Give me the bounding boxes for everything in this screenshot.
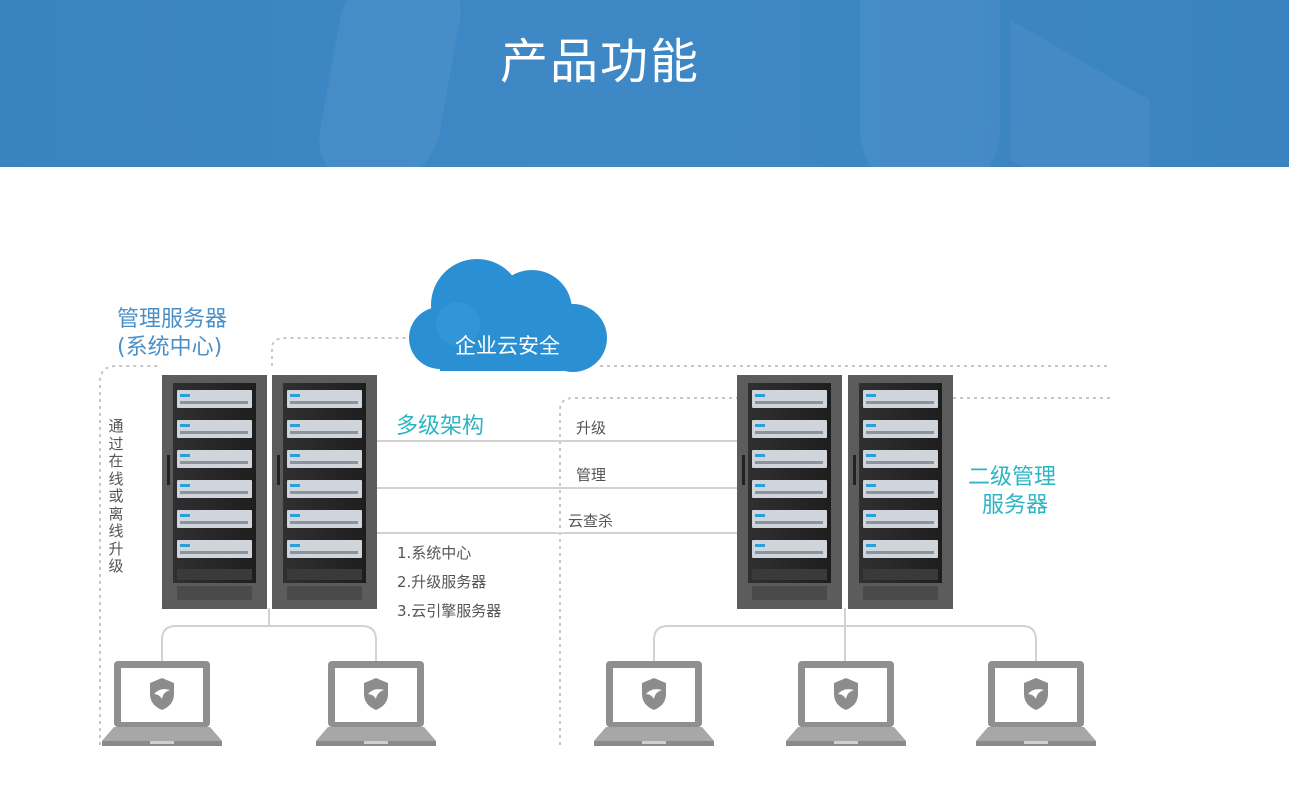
- cloud-label: 企业云安全: [455, 334, 560, 358]
- laptop-client-icon: [102, 661, 222, 746]
- component-item: 1.系统中心: [397, 544, 472, 562]
- side-note-vertical: 通过在线或离线升级: [108, 417, 124, 575]
- server-rack-icon: [737, 375, 842, 609]
- primary-server-title: 管理服务器: [117, 307, 228, 332]
- page-title: 产品功能: [499, 34, 700, 90]
- secondary-server-title: 二级管理: [968, 465, 1057, 490]
- laptop-client-icon: [976, 661, 1096, 746]
- header-banner: 产品功能: [0, 0, 1289, 167]
- boundary-line: [271, 337, 420, 366]
- boundary-line: [559, 397, 737, 745]
- link-label-cloud-scan: 云查杀: [568, 512, 614, 530]
- banner-decoration: [860, 0, 1000, 167]
- laptop-client-icon: [316, 661, 436, 746]
- server-rack-icon: [272, 375, 377, 609]
- link-label-upgrade: 升级: [576, 419, 607, 437]
- laptop-client-icon: [594, 661, 714, 746]
- secondary-server-subtitle: 服务器: [982, 493, 1049, 518]
- laptop-client-icon: [786, 661, 906, 746]
- component-item: 2.升级服务器: [397, 573, 487, 591]
- component-item: 3.云引擎服务器: [397, 602, 502, 620]
- link-label-manage: 管理: [576, 466, 607, 484]
- server-rack-icon: [162, 375, 267, 609]
- server-rack-icon: [848, 375, 953, 609]
- primary-server-subtitle: (系统中心): [117, 335, 223, 360]
- architecture-label: 多级架构: [396, 414, 485, 439]
- connector-lines-left: [161, 625, 377, 662]
- cloud-icon: [409, 259, 607, 372]
